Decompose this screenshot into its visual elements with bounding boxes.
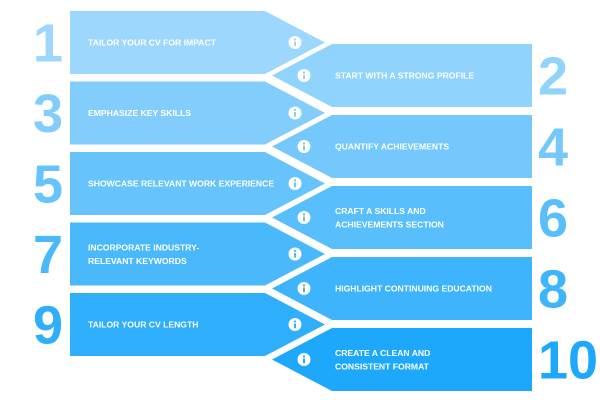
step-label-line: CONSISTENT FORMAT	[335, 361, 430, 371]
step-label-line: START WITH A STRONG PROFILE	[335, 71, 474, 81]
step-arrow-shape	[272, 328, 532, 391]
step-label-line: SHOWCASE RELEVANT WORK EXPERIENCE	[88, 179, 274, 189]
info-icon-stem	[294, 253, 296, 258]
step-label: INCORPORATE INDUSTRY- RELEVANT KEYWORDS	[88, 242, 199, 266]
step-label-line: ACHIEVEMENTS SECTION	[335, 219, 444, 229]
step-number: 5	[33, 155, 63, 215]
info-icon-dot	[302, 142, 306, 145]
step-label-line: TAILOR YOUR CV FOR IMPACT	[88, 38, 217, 48]
info-icon-stem	[294, 41, 296, 47]
steps-group: 1 TAILOR YOUR CV FOR IMPACT 2 START WITH A …	[33, 11, 598, 391]
info-icon-dot	[293, 249, 297, 253]
info-icon[interactable]	[288, 36, 302, 49]
info-icon-stem	[303, 287, 305, 293]
info-icon[interactable]	[288, 318, 302, 331]
info-icon-stem	[294, 323, 296, 329]
step-number: 6	[538, 189, 568, 249]
info-icon-stem	[303, 358, 305, 364]
info-icon-dot	[302, 355, 306, 358]
info-icon[interactable]	[297, 282, 311, 295]
step-arrow-shape	[70, 11, 325, 74]
info-icon[interactable]	[297, 69, 311, 82]
info-icon[interactable]	[288, 106, 302, 120]
step-label: QUANTIFY ACHIEVEMENTS	[335, 142, 449, 152]
step-label: CRAFT A SKILLS AND ACHIEVEMENTS SECTION	[335, 206, 444, 230]
info-icon-dot	[302, 284, 306, 287]
step-label-line: CRAFT A SKILLS AND	[335, 206, 426, 216]
info-icon-stem	[303, 216, 305, 222]
info-icon-stem	[294, 182, 296, 188]
step-7: 7 INCORPORATE INDUSTRY- RELEVANT KEYWORDS	[33, 222, 325, 286]
step-label-line: RELEVANT KEYWORDS	[88, 256, 187, 266]
step-number: 9	[33, 296, 63, 356]
info-icon[interactable]	[288, 247, 302, 261]
info-icon-dot	[302, 213, 306, 216]
step-label-line: INCORPORATE INDUSTRY-	[88, 242, 199, 252]
step-number: 4	[538, 118, 568, 178]
step-number: 1	[33, 14, 63, 74]
step-label: CREATE A CLEAN AND CONSISTENT FORMAT	[335, 348, 430, 372]
step-3: 3 EMPHASIZE KEY SKILLS	[33, 81, 325, 145]
step-arrow-shape	[70, 222, 325, 286]
step-label: TAILOR YOUR CV FOR IMPACT	[88, 38, 217, 48]
step-label-line: EMPHASIZE KEY SKILLS	[88, 108, 191, 118]
info-icon[interactable]	[297, 140, 311, 153]
step-arrow-shape	[70, 81, 325, 145]
info-icon-stem	[294, 112, 296, 117]
step-arrow-shape	[272, 44, 532, 107]
step-label: EMPHASIZE KEY SKILLS	[88, 108, 191, 118]
step-10: 10 CREATE A CLEAN AND CONSISTENT FORMAT	[272, 328, 598, 391]
step-4: 4 QUANTIFY ACHIEVEMENTS	[272, 115, 568, 178]
step-arrow-shape	[272, 115, 532, 178]
step-label: SHOWCASE RELEVANT WORK EXPERIENCE	[88, 179, 274, 189]
step-number: 2	[538, 47, 568, 107]
step-number: 7	[33, 225, 63, 285]
info-icon-dot	[293, 108, 297, 112]
step-8: 8 HIGHLIGHT CONTINUING EDUCATION	[272, 257, 568, 320]
step-label: START WITH A STRONG PROFILE	[335, 71, 474, 81]
step-6: 6 CRAFT A SKILLS AND ACHIEVEMENTS SECTION	[272, 186, 568, 249]
step-5: 5 SHOWCASE RELEVANT WORK EXPERIENCE	[33, 152, 325, 215]
step-arrow-shape	[272, 186, 532, 249]
step-label-line: QUANTIFY ACHIEVEMENTS	[335, 142, 449, 152]
step-2: 2 START WITH A STRONG PROFILE	[272, 44, 568, 107]
step-number: 8	[538, 260, 568, 320]
info-icon-dot	[293, 179, 297, 182]
step-label: TAILOR YOUR CV LENGTH	[88, 320, 198, 330]
step-label-line: HIGHLIGHT CONTINUING EDUCATION	[335, 284, 492, 294]
step-label-line: TAILOR YOUR CV LENGTH	[88, 320, 198, 330]
step-label: HIGHLIGHT CONTINUING EDUCATION	[335, 284, 492, 294]
info-icon-dot	[302, 71, 306, 74]
info-icon[interactable]	[297, 211, 311, 224]
step-arrow-shape	[70, 293, 325, 356]
info-icon[interactable]	[297, 353, 311, 366]
step-arrow-shape	[70, 152, 325, 215]
step-9: 9 TAILOR YOUR CV LENGTH	[33, 293, 325, 356]
step-number: 10	[538, 331, 598, 391]
step-label-line: CREATE A CLEAN AND	[335, 348, 430, 358]
step-number: 3	[33, 84, 63, 144]
info-icon-dot	[293, 320, 297, 323]
info-icon-stem	[303, 74, 305, 80]
step-1: 1 TAILOR YOUR CV FOR IMPACT	[33, 11, 325, 74]
info-icon[interactable]	[288, 177, 302, 190]
info-icon-dot	[293, 38, 297, 41]
step-arrow-shape	[272, 257, 532, 320]
info-icon-stem	[303, 145, 305, 151]
